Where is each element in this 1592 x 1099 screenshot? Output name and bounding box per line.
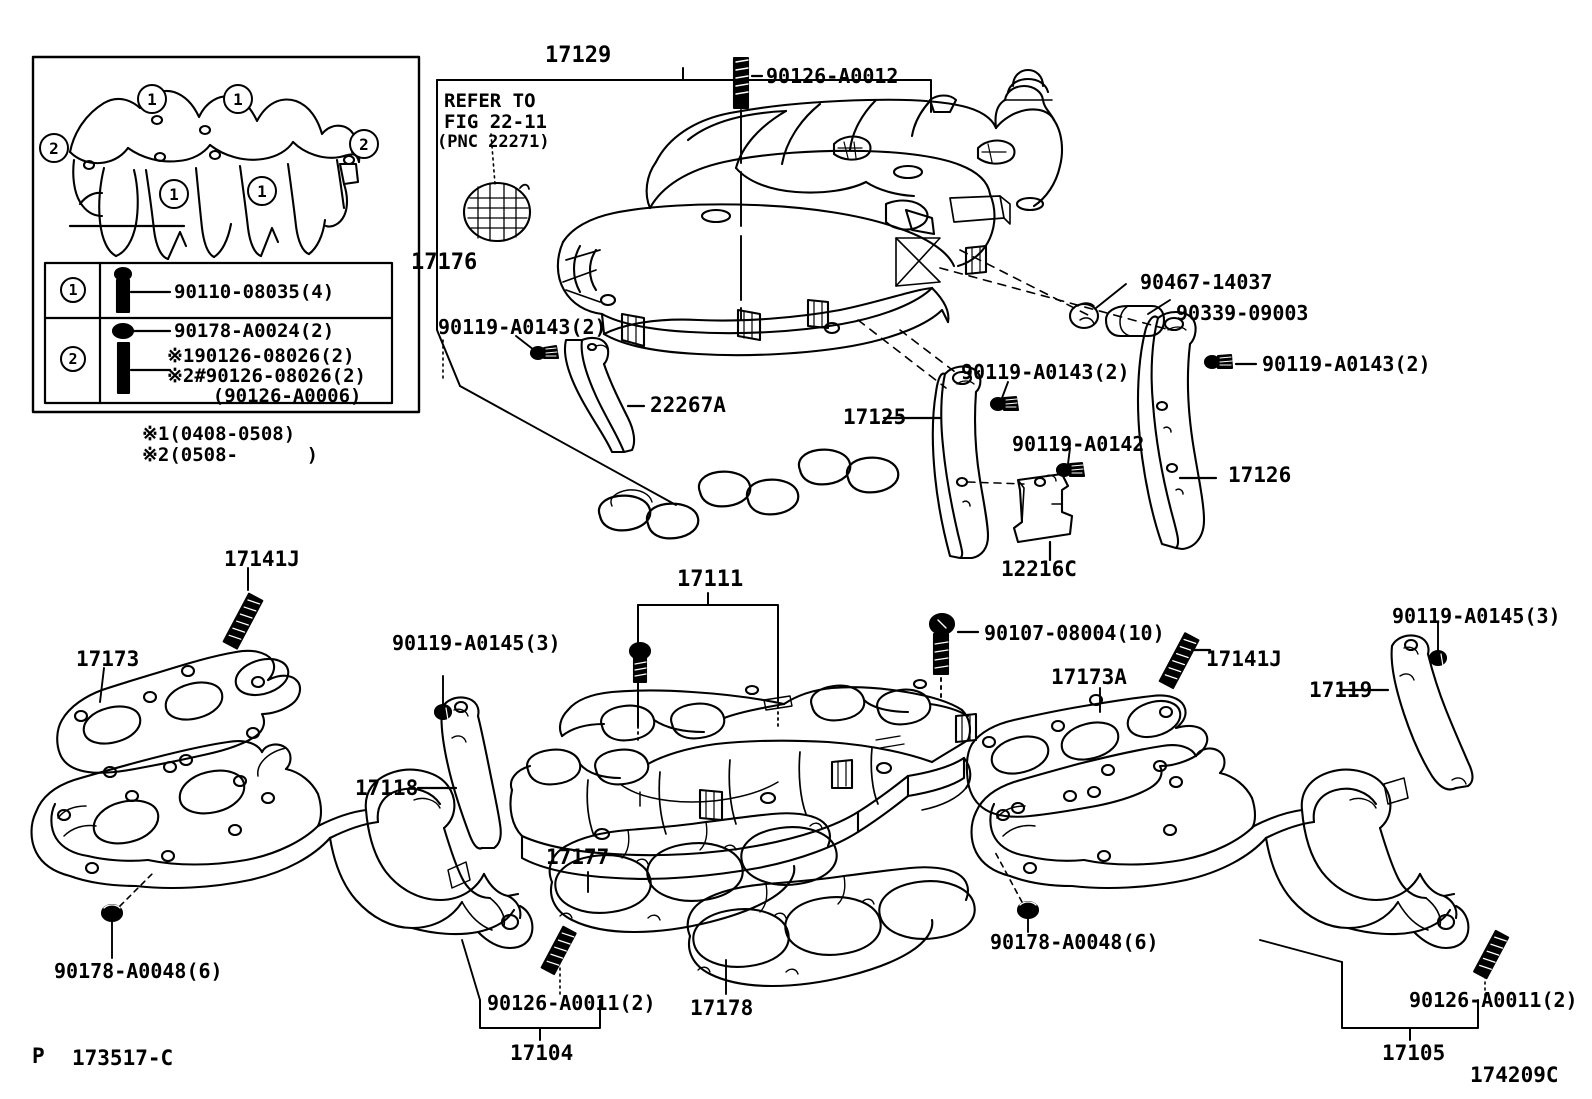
label-17178: 17178: [690, 996, 754, 1020]
inset-callout-1b: 1: [223, 84, 253, 114]
refer-note-line-2: FIG 22-11: [444, 111, 547, 133]
label-90178-A0048-right: 90178-A0048(6): [990, 930, 1159, 954]
footer-left-prefix: P: [32, 1044, 45, 1068]
label-90107-08004: 90107-08004(10): [984, 621, 1165, 645]
legend-part-90126-08026-2: ※2#90126-08026(2): [167, 365, 366, 387]
label-17141J-left: 17141J: [224, 547, 300, 571]
label-90119-A0142: 90119-A0142: [1012, 432, 1145, 456]
legend-part-90126-A0006: (90126-A0006): [167, 385, 362, 407]
inset-callout-1a: 1: [137, 84, 167, 114]
label-17141J-right: 17141J: [1206, 647, 1282, 671]
label-90119-A0143-17125: 90119-A0143(2): [961, 360, 1130, 384]
label-90119-A0145-left: 90119-A0145(3): [392, 631, 561, 655]
label-17111: 17111: [677, 567, 744, 592]
label-90126-A0012: 90126-A0012: [766, 64, 899, 88]
label-17125: 17125: [843, 405, 907, 429]
label-90119-A0143-left: 90119-A0143(2): [438, 315, 607, 339]
inset-note-line-2: ※2(0508- ): [142, 444, 319, 466]
legend-row-2-number: 2: [60, 346, 86, 372]
legend-part-90178-A0024: 90178-A0024(2): [174, 320, 335, 342]
label-90339-09003: 90339-09003: [1176, 301, 1309, 325]
label-17177: 17177: [546, 845, 610, 869]
legend-part-90126-08026-1: ※190126-08026(2): [167, 345, 355, 367]
label-90126-A0011-left: 90126-A0011(2): [487, 991, 656, 1015]
label-90467-14037: 90467-14037: [1140, 270, 1273, 294]
inset-note-line-1: ※1(0408-0508): [142, 423, 296, 445]
label-90119-A0143-right: 90119-A0143(2): [1262, 352, 1431, 376]
refer-note-line-3: (PNC 22271): [437, 132, 550, 152]
refer-note-line-1: REFER TO: [444, 90, 536, 112]
label-17173A: 17173A: [1051, 665, 1127, 689]
legend-row-1-number: 1: [60, 277, 86, 303]
inset-callout-1d: 1: [247, 176, 277, 206]
label-90126-A0011-right: 90126-A0011(2): [1409, 988, 1578, 1012]
inset-callout-2b: 2: [349, 129, 379, 159]
label-17118: 17118: [355, 776, 419, 800]
label-12216C: 12216C: [1001, 557, 1077, 581]
label-17129: 17129: [545, 43, 612, 68]
label-90178-A0048-left: 90178-A0048(6): [54, 959, 223, 983]
diagram-code: 174209C: [1470, 1063, 1559, 1087]
label-17105: 17105: [1382, 1041, 1446, 1065]
label-90119-A0145-right: 90119-A0145(3): [1392, 604, 1561, 628]
label-17126: 17126: [1228, 463, 1292, 487]
legend-part-90110-08035: 90110-08035(4): [174, 281, 335, 303]
inset-callout-2a: 2: [39, 133, 69, 163]
label-17176: 17176: [411, 250, 478, 275]
label-17104: 17104: [510, 1041, 574, 1065]
inset-callout-1c: 1: [159, 179, 189, 209]
label-22267A: 22267A: [650, 393, 726, 417]
label-17119: 17119: [1309, 678, 1373, 702]
footer-left-code: 173517-C: [72, 1046, 174, 1070]
label-17173: 17173: [76, 647, 140, 671]
